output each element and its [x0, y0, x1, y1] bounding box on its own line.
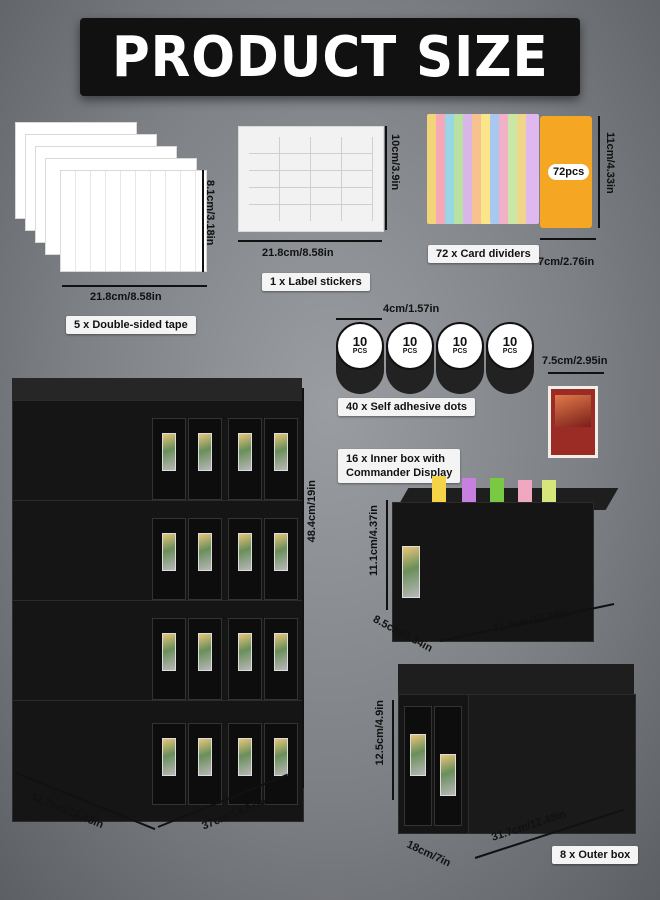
drawer-window [162, 533, 176, 571]
outer-label: 8 x Outer box [552, 846, 639, 864]
inner-box-front [392, 502, 594, 642]
drawer [264, 618, 298, 700]
drawer-window [238, 633, 252, 671]
divider-badge-card: 72pcs [540, 116, 592, 228]
drawer-window [274, 738, 288, 776]
inner-display-width: 7.5cm/2.95in [542, 355, 608, 367]
drawer-window [274, 633, 288, 671]
drawer-window [198, 738, 212, 776]
title-banner: PRODUCT SIZE [80, 18, 580, 96]
tape-illustration [15, 122, 207, 272]
drawer-window [238, 738, 252, 776]
tape-height: 8.1cm/3.18in [204, 180, 216, 246]
drawer [152, 418, 186, 500]
divider-stack [427, 114, 597, 229]
drawer-window [274, 533, 288, 571]
drawer [228, 518, 262, 600]
sticker-width: 21.8cm/8.58in [262, 247, 334, 259]
inner-height: 11.1cm/4.37in [368, 505, 380, 576]
drawer [264, 518, 298, 600]
divider-width: 7cm/2.76in [538, 256, 595, 268]
stack-height: 48.4cm/19in [306, 480, 318, 543]
divider-badge: 72pcs [548, 164, 590, 180]
commander-card [548, 386, 598, 458]
drawer-window [198, 533, 212, 571]
sticker-height: 10cm/3.9in [389, 134, 401, 191]
page-title: PRODUCT SIZE [111, 24, 549, 90]
drawer-window [238, 533, 252, 571]
card-divider [526, 114, 539, 224]
drawer [188, 418, 222, 500]
drawer [264, 418, 298, 500]
drawer [228, 618, 262, 700]
dots-size: 4cm/1.57in [383, 303, 440, 315]
drawer-window [198, 433, 212, 471]
divider-label: 72 x Card dividers [428, 245, 539, 263]
drawer-window [162, 633, 176, 671]
dots-label: 40 x Self adhesive dots [338, 398, 476, 416]
drawer [228, 418, 262, 500]
drawer-window [274, 433, 288, 471]
outer-width: 18cm/7in [404, 838, 453, 870]
drawer-window [198, 633, 212, 671]
drawer [152, 518, 186, 600]
sticker-label: 1 x Label stickers [262, 273, 370, 291]
divider-height: 11cm/4.33in [604, 132, 616, 194]
outer-height: 12.5cm/4.9in [374, 700, 386, 766]
tape-label: 5 x Double-sided tape [66, 316, 196, 334]
tape-width: 21.8cm/8.58in [90, 291, 162, 303]
inner-box-window [402, 546, 420, 598]
box-stack [12, 378, 304, 828]
drawer-window [162, 738, 176, 776]
drawer [152, 723, 186, 805]
drawer [188, 723, 222, 805]
sticker-sheet [238, 126, 384, 232]
outer-box [398, 664, 636, 839]
drawer-window [238, 433, 252, 471]
drawer [188, 618, 222, 700]
drawer [152, 618, 186, 700]
inner-box [392, 470, 622, 642]
drawer [264, 723, 298, 805]
drawer [188, 518, 222, 600]
drawer-window [162, 433, 176, 471]
